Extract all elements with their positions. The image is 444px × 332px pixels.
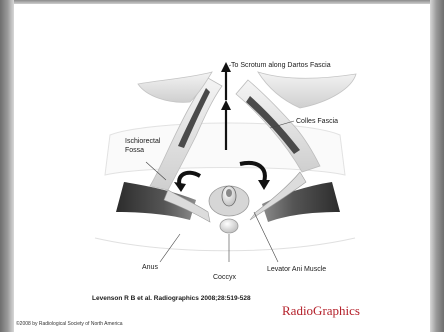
label-ischiorectal-line2: Fossa — [125, 146, 144, 155]
upward-arrow-head-upper — [221, 62, 231, 72]
copyright: ©2008 by Radiological Society of North A… — [16, 321, 123, 327]
label-scrotum: To Scrotum along Dartos Fascia — [231, 61, 331, 70]
label-anus: Anus — [142, 263, 158, 272]
floor-curve — [95, 238, 355, 251]
citation: Levenson R B et al. Radiographics 2008;2… — [92, 295, 251, 302]
curved-arrow-right-head — [258, 180, 270, 190]
label-coccyx: Coccyx — [213, 273, 236, 282]
radiographics-logo: RadioGraphics — [282, 303, 360, 319]
anus-center — [226, 189, 232, 197]
label-colles-fascia: Colles Fascia — [296, 117, 338, 126]
upward-arrow-head-lower — [221, 100, 231, 110]
label-levator-ani: Levator Ani Muscle — [267, 265, 326, 274]
curved-arrow-left-head — [174, 182, 186, 192]
coccyx — [220, 219, 238, 233]
label-ischiorectal-line1: Ischiorectal — [125, 137, 160, 146]
